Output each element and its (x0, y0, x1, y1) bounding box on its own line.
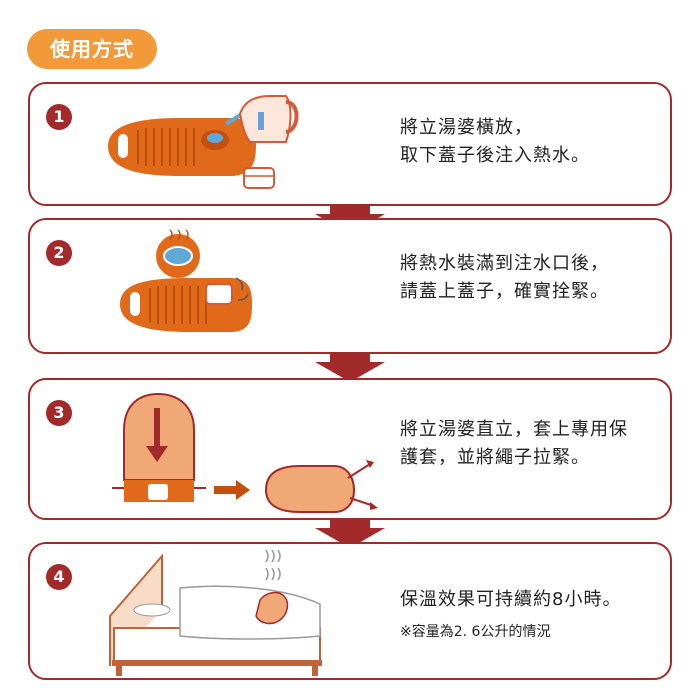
step-1-line-1: 將立湯婆橫放， (400, 117, 533, 138)
step-2-line-2: 請蓋上蓋子，確實拴緊。 (400, 281, 609, 302)
down-arrow-icon (315, 520, 385, 548)
water-inlet-closeup-icon (156, 229, 200, 278)
bed-icon (109, 553, 322, 676)
step-1-line-2: 取下蓋子後注入熱水。 (400, 145, 590, 166)
cover-closed-icon (264, 460, 378, 513)
down-arrow-icon (315, 354, 385, 382)
step-2-line-1: 將熱水裝滿到注水口後， (400, 253, 609, 274)
hot-water-bottle-icon (108, 118, 256, 176)
step-1-card: 1 將立湯婆橫放， 取下蓋子後注入熱 (28, 82, 672, 206)
step-4-note: ※容量為2. 6公升的情況 (400, 624, 551, 640)
step-2-illustration (120, 229, 252, 332)
section-title: 使用方式 (27, 29, 157, 69)
right-arrow-icon (214, 480, 250, 500)
step-4-illustration (109, 549, 322, 676)
step-3-illustration (112, 392, 378, 513)
step-4-number: 4 (46, 564, 72, 590)
kettle-icon (224, 95, 299, 143)
step-2-card: 2 將熱水裝滿到注水口後， 請蓋上蓋子，確實拴緊。 (28, 218, 672, 354)
step-3-line-1: 將立湯婆直立，套上專用保 (400, 419, 628, 440)
step-2-number: 2 (46, 240, 72, 266)
step-4-line-1: 保溫效果可持續約8小時。 (400, 589, 622, 610)
step-4-card: 4 保溫效果可持續約8小時。 ※容量為2. 6公升的情況 (28, 542, 672, 680)
bottle-cap-icon (243, 167, 275, 189)
step-1-illustration (108, 95, 299, 189)
hot-water-bottle-icon (255, 549, 289, 625)
step-3-number: 3 (46, 400, 72, 426)
step-1-number: 1 (46, 104, 72, 130)
step-3-card: 3 將立湯婆直立，套上專用保 護套，並將繩子拉緊。 (28, 378, 672, 520)
cover-upright-icon (112, 392, 206, 502)
step-3-line-2: 護套，並將繩子拉緊。 (400, 447, 590, 468)
bottle-cap-icon (205, 277, 249, 305)
